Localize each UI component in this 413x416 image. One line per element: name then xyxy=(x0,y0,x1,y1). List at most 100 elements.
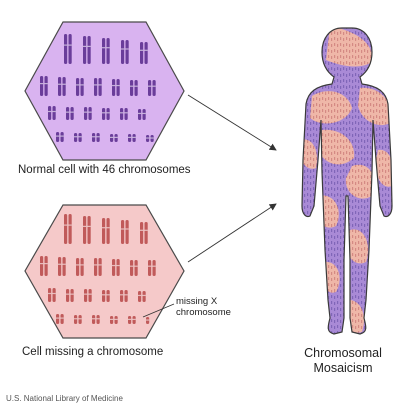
chromosome xyxy=(138,291,142,302)
chromosome xyxy=(66,289,70,302)
chromosome xyxy=(56,132,60,142)
arrow-missing-to-mosaic xyxy=(187,203,277,263)
chromosome xyxy=(66,107,70,120)
centromere-band xyxy=(87,225,91,227)
centromere-band xyxy=(110,318,114,320)
credit-line: U.S. National Library of Medicine xyxy=(6,394,123,403)
chromosome xyxy=(98,258,102,276)
chromosome xyxy=(58,257,62,276)
centromere-band xyxy=(130,265,134,267)
centromere-band xyxy=(148,265,152,267)
centromere-band xyxy=(40,83,44,85)
centromere-band xyxy=(132,318,136,320)
centromere-band xyxy=(87,45,91,47)
chromosome xyxy=(74,315,78,324)
centromere-band xyxy=(70,293,74,295)
chromosome xyxy=(83,216,87,244)
chromosome xyxy=(116,79,120,96)
mosaicism-caption-line-1: Chromosomal xyxy=(304,346,382,360)
centromere-band xyxy=(121,48,125,50)
chromosome xyxy=(88,289,92,302)
centromere-band xyxy=(92,136,96,138)
centromere-band xyxy=(138,294,142,297)
centromere-band xyxy=(64,224,68,226)
centromere-band xyxy=(102,294,106,296)
centromere-band xyxy=(134,265,138,267)
centromere-band xyxy=(60,135,64,137)
centromere-band xyxy=(64,44,68,46)
centromere-band xyxy=(125,48,129,50)
chromosome xyxy=(76,258,80,276)
centromere-band xyxy=(120,112,124,114)
centromere-band xyxy=(74,136,78,138)
missing-x-annotation: missing X chromosome xyxy=(176,296,236,318)
centromere-band xyxy=(76,264,80,266)
chromosome xyxy=(70,289,74,302)
chromosome xyxy=(58,77,62,96)
chromosome xyxy=(106,108,110,120)
centromere-band xyxy=(96,136,100,138)
annotation-leader-line xyxy=(142,303,175,318)
centromere-band xyxy=(144,229,148,231)
chromosome xyxy=(125,40,129,64)
centromere-band xyxy=(56,317,60,319)
centromere-band xyxy=(98,264,102,266)
chromosome xyxy=(64,34,68,64)
chromosome xyxy=(148,80,152,96)
centromere-band xyxy=(70,111,74,113)
centromere-band xyxy=(114,136,118,138)
chromosome xyxy=(40,76,44,96)
centromere-band xyxy=(83,225,87,227)
chromosome xyxy=(125,220,129,244)
centromere-band xyxy=(125,228,129,230)
chromosome xyxy=(140,42,144,64)
chromosome xyxy=(112,79,116,96)
chromosome xyxy=(121,40,125,64)
centromere-band xyxy=(140,229,144,231)
centromere-band xyxy=(142,294,146,297)
centromere-band xyxy=(146,137,150,139)
chromosome xyxy=(102,290,106,302)
centromere-band xyxy=(88,111,92,113)
chromosome xyxy=(120,108,124,120)
centromere-band xyxy=(58,83,62,85)
chromosome xyxy=(70,107,74,120)
annotation-line-2: chromosome xyxy=(176,307,231,318)
chromosome xyxy=(148,260,152,276)
centromere-band xyxy=(80,84,84,86)
mosaic-human-figure xyxy=(301,27,393,335)
missing-chromosome-set xyxy=(40,214,156,324)
centromere-band xyxy=(56,135,60,137)
chromosome xyxy=(62,77,66,96)
chromosome xyxy=(140,222,144,244)
centromere-band xyxy=(112,264,116,267)
centromere-band xyxy=(78,136,82,138)
chromosome xyxy=(96,133,100,142)
centromere-band xyxy=(102,47,106,49)
normal-chromosome-set xyxy=(40,34,156,142)
centromere-band xyxy=(96,318,100,320)
centromere-band xyxy=(120,294,124,296)
centromere-band xyxy=(78,318,82,320)
mosaicism-caption: Chromosomal Mosaicism xyxy=(293,346,393,376)
missing-cell-caption: Cell missing a chromosome xyxy=(22,346,164,358)
normal-cell-caption: Normal cell with 46 chromosomes xyxy=(18,164,191,176)
centromere-band xyxy=(68,44,72,46)
centromere-band xyxy=(152,85,156,87)
chromosome xyxy=(68,214,72,244)
chromosome xyxy=(92,133,96,142)
chromosome xyxy=(142,291,146,302)
centromere-band xyxy=(110,136,114,138)
chromosome xyxy=(144,222,148,244)
centromere-band xyxy=(106,294,110,296)
centromere-band xyxy=(138,112,142,115)
centromere-band xyxy=(74,318,78,320)
chromosome xyxy=(130,260,134,276)
centromere-band xyxy=(124,112,128,114)
chromosome xyxy=(94,258,98,276)
chromosome xyxy=(124,108,128,120)
centromere-band xyxy=(102,112,106,114)
centromere-band xyxy=(128,136,132,138)
chromosome xyxy=(98,78,102,96)
centromere-band xyxy=(114,318,118,320)
